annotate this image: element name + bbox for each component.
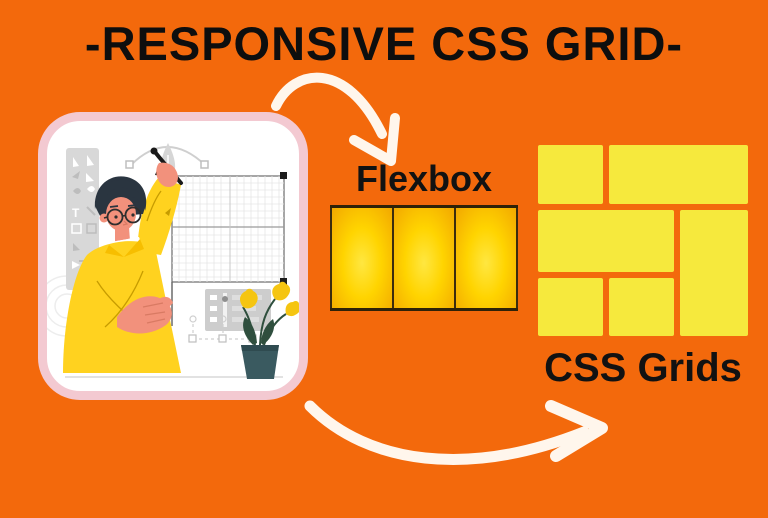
grid-cell-e	[538, 278, 603, 336]
grid-cell-a	[538, 145, 603, 204]
flexbox-row	[330, 205, 518, 311]
grid-cell-f	[609, 278, 674, 336]
css-grids-label: CSS Grids	[544, 346, 742, 390]
poster-title: -RESPONSIVE CSS GRID-	[84, 17, 684, 70]
bottom-arrow-icon	[304, 400, 608, 465]
flower-pot-icon	[239, 281, 299, 379]
flexbox-box-3	[454, 208, 518, 308]
flexbox-box-2	[392, 208, 454, 308]
layers-panel-icon	[205, 289, 271, 331]
artboard-grid	[169, 172, 287, 326]
person-figure	[63, 147, 183, 373]
person-illustration: T	[47, 143, 299, 379]
svg-text:T: T	[72, 206, 80, 220]
flexbox-box-1	[330, 208, 392, 308]
grid-cell-b	[609, 145, 748, 204]
illustration-card: T	[38, 112, 308, 400]
grid-cell-d	[680, 210, 748, 336]
flexbox-label: Flexbox	[355, 158, 493, 199]
grid-cell-c	[538, 210, 674, 272]
css-grid-demo	[538, 145, 748, 336]
